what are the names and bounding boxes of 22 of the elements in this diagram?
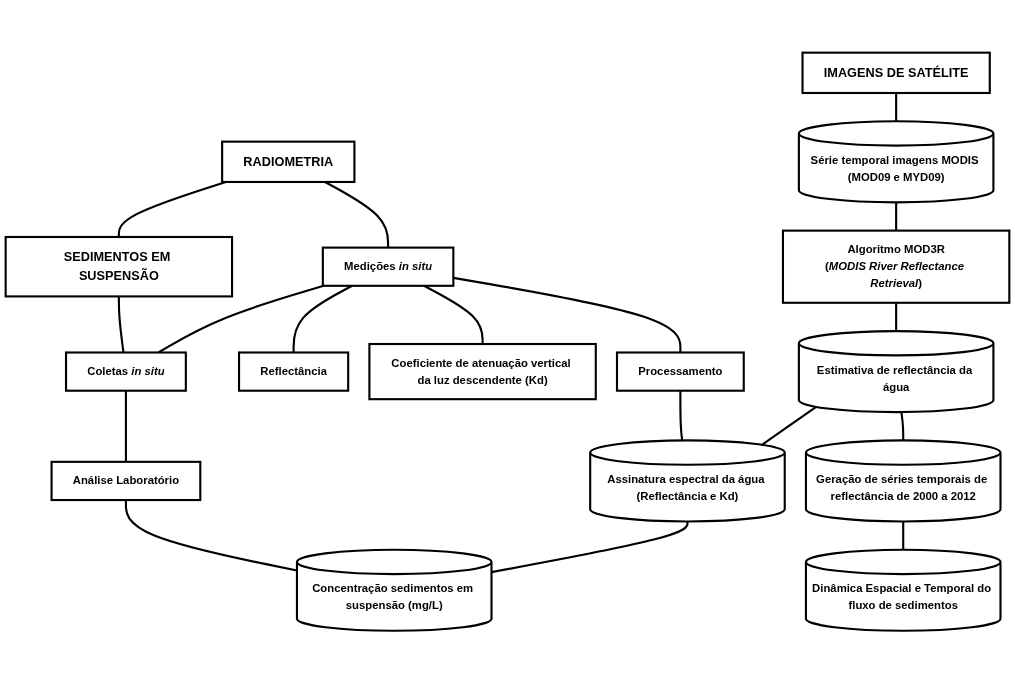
node-box: Coletas in situ — [64, 351, 187, 393]
connector — [491, 521, 689, 574]
connector — [902, 521, 905, 551]
connector — [124, 500, 298, 572]
node-box: Análise Laboratório — [50, 461, 202, 502]
connector — [453, 277, 682, 353]
node-box: Algoritmo MOD3R (MODIS River Reflectance Retrieval) — [781, 229, 1011, 305]
node-box: SEDIMENTOS EM SUSPENSÃO — [4, 236, 234, 298]
connector — [117, 296, 125, 353]
node-box: Processamento — [615, 351, 745, 393]
node-box: RADIOMETRIA — [221, 140, 356, 184]
connector — [895, 93, 898, 122]
connector — [900, 412, 905, 441]
node-box: Reflectância — [238, 351, 350, 393]
connector — [895, 202, 898, 231]
connector — [895, 303, 898, 332]
node-box: IMAGENS DE SATÉLITE — [801, 51, 991, 95]
connector — [761, 406, 817, 446]
connector — [124, 390, 127, 463]
node-box: Medições in situ — [321, 246, 455, 288]
node-box: Coeficiente de atenuação vertical da luz descendente (Kd) — [368, 343, 597, 401]
connector — [679, 390, 684, 441]
